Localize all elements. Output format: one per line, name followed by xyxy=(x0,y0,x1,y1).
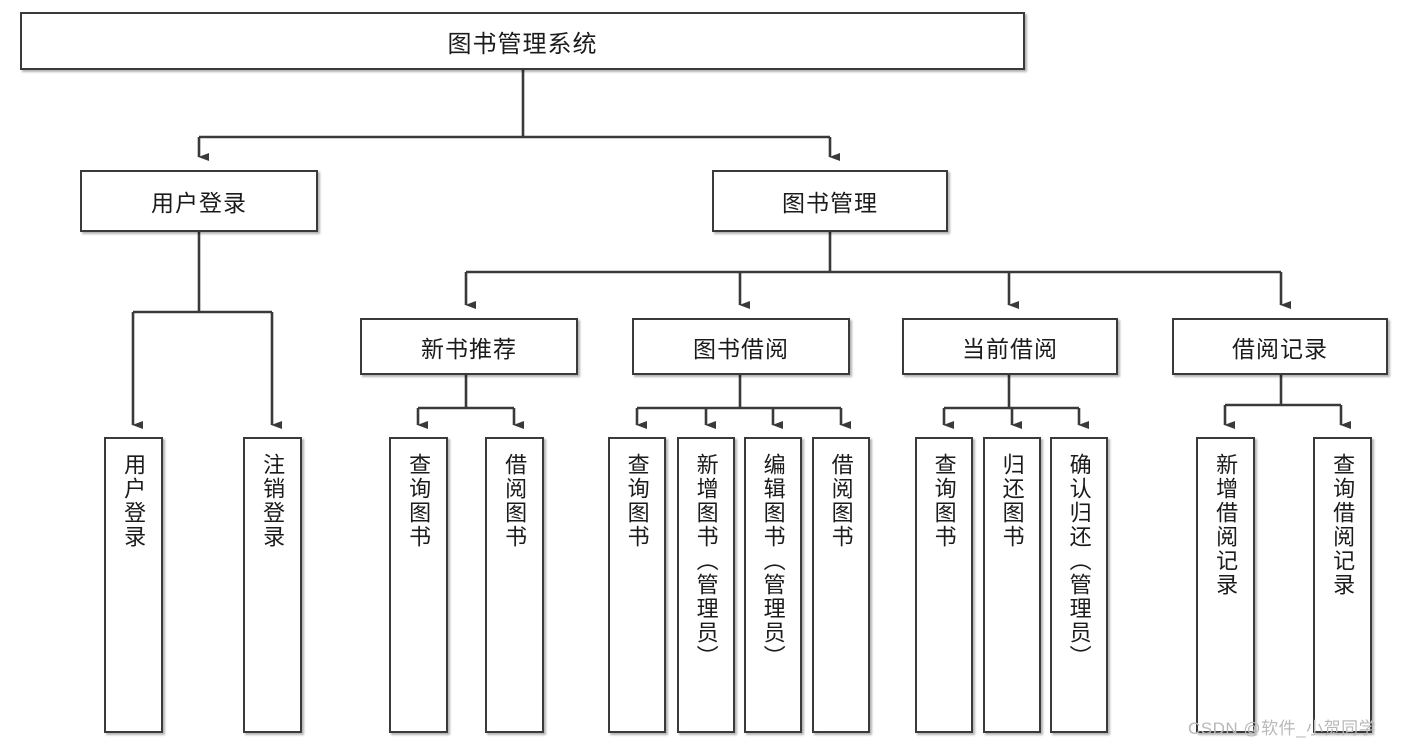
node-leaf-query-record[interactable]: 查询借阅记录 xyxy=(1313,437,1372,733)
node-leaf-confirm-return[interactable]: 确认归还（管理员） xyxy=(1050,437,1108,733)
node-book-borrow[interactable]: 图书借阅 xyxy=(632,318,850,375)
node-leaf-return-book[interactable]: 归还图书 xyxy=(983,437,1041,733)
node-label: 编辑图书（管理员） xyxy=(760,453,786,669)
node-label: 用户登录 xyxy=(121,453,147,549)
node-leaf-query-book-2[interactable]: 查询图书 xyxy=(608,437,666,733)
node-label: 查询借阅记录 xyxy=(1330,453,1356,597)
node-label: 当前借阅 xyxy=(962,335,1058,362)
node-leaf-add-record[interactable]: 新增借阅记录 xyxy=(1196,437,1255,733)
node-label: 图书借阅 xyxy=(693,335,789,362)
node-leaf-query-book-1[interactable]: 查询图书 xyxy=(389,437,448,733)
node-label: 查询图书 xyxy=(931,453,957,549)
node-label: 借阅图书 xyxy=(502,453,528,549)
node-label: 借阅图书 xyxy=(828,453,854,549)
node-user-login[interactable]: 用户登录 xyxy=(80,170,318,232)
node-label: 查询图书 xyxy=(406,453,432,549)
node-leaf-query-book-3[interactable]: 查询图书 xyxy=(915,437,973,733)
node-label: 归还图书 xyxy=(999,453,1025,549)
node-label: 查询图书 xyxy=(624,453,650,549)
node-label: 图书管理 xyxy=(782,190,878,216)
node-leaf-logout[interactable]: 注销登录 xyxy=(243,437,302,733)
node-leaf-borrow-book-2[interactable]: 借阅图书 xyxy=(812,437,870,733)
node-root-system[interactable]: 图书管理系统 xyxy=(20,12,1025,70)
node-label: 新书推荐 xyxy=(421,335,517,362)
node-leaf-add-book[interactable]: 新增图书（管理员） xyxy=(677,437,735,733)
node-book-manage[interactable]: 图书管理 xyxy=(712,170,948,232)
node-leaf-edit-book[interactable]: 编辑图书（管理员） xyxy=(744,437,802,733)
node-label: 新增图书（管理员） xyxy=(693,453,719,669)
node-label: 用户登录 xyxy=(151,190,247,216)
node-leaf-user-login[interactable]: 用户登录 xyxy=(104,437,163,733)
node-label: 确认归还（管理员） xyxy=(1066,453,1092,669)
node-label: 注销登录 xyxy=(260,453,286,549)
node-label: 图书管理系统 xyxy=(447,30,598,58)
node-label: 借阅记录 xyxy=(1232,335,1328,362)
node-new-book-recommend[interactable]: 新书推荐 xyxy=(360,318,578,375)
node-leaf-borrow-book-1[interactable]: 借阅图书 xyxy=(485,437,544,733)
node-label: 新增借阅记录 xyxy=(1213,453,1239,597)
node-borrow-record[interactable]: 借阅记录 xyxy=(1172,318,1388,375)
node-current-borrow[interactable]: 当前借阅 xyxy=(902,318,1118,375)
